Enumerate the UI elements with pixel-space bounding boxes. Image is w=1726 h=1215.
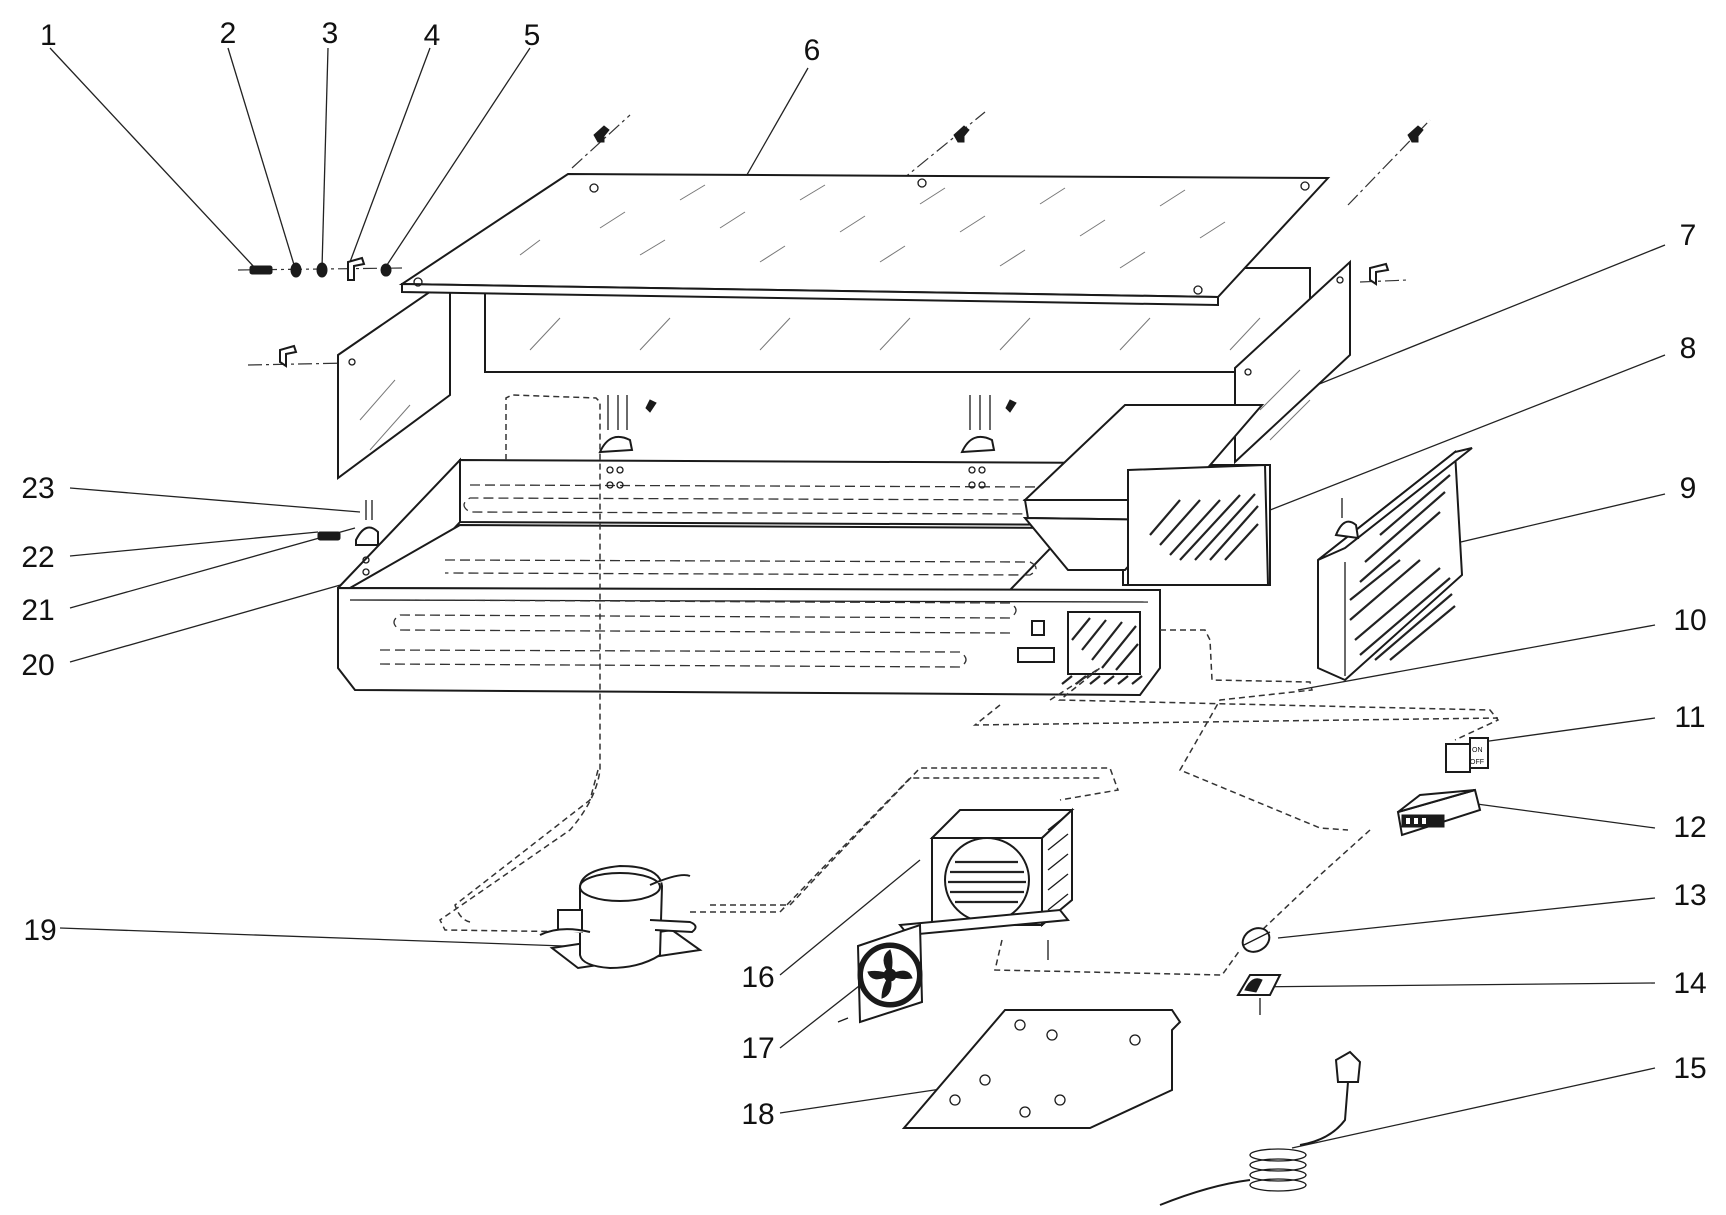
screw-icon	[249, 265, 273, 275]
callout-15: 15	[1673, 1052, 1706, 1085]
callout-7: 7	[1680, 219, 1697, 252]
glass-canopy	[337, 172, 1351, 480]
clamp	[1236, 974, 1282, 1015]
callout-3: 3	[322, 17, 339, 50]
callout-21: 21	[21, 594, 54, 627]
callout-8: 8	[1680, 332, 1697, 365]
callout-9: 9	[1680, 472, 1697, 505]
callout-17: 17	[741, 1032, 774, 1065]
hinge-assembly-left	[317, 500, 379, 576]
callout-23: 23	[21, 472, 54, 505]
bracket-icon	[1369, 262, 1390, 286]
power-cord	[1159, 1050, 1362, 1206]
callout-2: 2	[220, 17, 237, 50]
fan	[837, 923, 924, 1024]
bracket-icon	[593, 125, 610, 143]
hinge-bracket-icon	[347, 256, 366, 281]
callout-12: 12	[1673, 811, 1706, 844]
bracket-left	[598, 395, 657, 489]
nut-icon	[380, 263, 392, 277]
front-vent	[1061, 611, 1143, 685]
spring-washer-icon	[316, 262, 328, 278]
condenser	[898, 807, 1075, 960]
callout-6: 6	[804, 34, 821, 67]
switch-on-label: ON	[1472, 747, 1483, 754]
switch-off-label: OFF	[1470, 759, 1484, 766]
callout-labels: 1 2 3 4 5 6 7 8 9 10 11 12 13 14 15 16 1…	[21, 17, 1706, 1131]
callout-18: 18	[741, 1098, 774, 1131]
bracket-icon	[279, 344, 298, 368]
filter-drier	[1241, 927, 1271, 953]
callout-11: 11	[1674, 701, 1705, 734]
callout-19: 19	[23, 914, 56, 947]
base-plate	[901, 1009, 1182, 1129]
refrigerant-lines	[439, 394, 1500, 976]
hardware-row	[249, 256, 392, 281]
compressor	[539, 864, 703, 970]
callout-5: 5	[524, 19, 541, 52]
thermostat	[1396, 788, 1482, 837]
side-grille	[1317, 447, 1473, 682]
callout-16: 16	[741, 961, 774, 994]
grille-panel	[1127, 463, 1270, 586]
callout-4: 4	[424, 19, 441, 52]
bracket-icon	[1407, 125, 1424, 143]
callout-14: 14	[1673, 967, 1706, 1000]
callout-13: 13	[1673, 879, 1706, 912]
pan-brackets	[598, 395, 1017, 489]
callout-10: 10	[1673, 604, 1706, 637]
callout-1: 1	[40, 19, 57, 52]
callout-22: 22	[21, 541, 54, 574]
bracket-icon	[953, 125, 970, 143]
bracket-right	[960, 395, 1017, 489]
callout-20: 20	[21, 649, 54, 682]
leader-lines	[49, 47, 1666, 1149]
washer-icon	[290, 262, 302, 278]
on-off-switch: ON OFF	[1445, 737, 1489, 773]
